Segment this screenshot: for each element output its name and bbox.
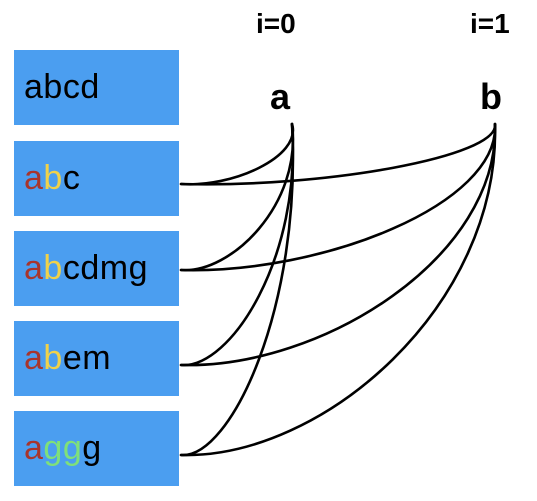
edge-a-to-string-2 [179,122,295,272]
node-a: a [270,76,291,117]
string-text-4: aggg [24,429,102,468]
string-text-0: abcd [24,68,100,107]
string-3-segment-1: b [43,339,63,377]
string-box-2: abcdmg [14,231,179,306]
string-4-segment-1: gg [43,429,83,467]
edge-a-to-string-4 [179,122,295,457]
edge-b-to-string-4 [179,122,497,457]
string-box-0: abcd [14,50,179,125]
edge-a-to-string-1 [179,122,295,186]
string-box-4: aggg [14,411,179,486]
edge-b-to-string-3 [179,122,497,367]
string-text-2: abcdmg [24,249,148,288]
string-2-segment-2: cdmg [62,249,148,287]
string-1-segment-1: b [43,159,63,197]
string-1-segment-2: c [62,159,81,197]
string-4-segment-0: a [24,429,44,467]
string-2-segment-0: a [24,249,44,287]
string-1-segment-0: a [24,159,44,197]
edge-b-to-string-1 [179,122,497,186]
header-i1: i=1 [470,8,510,39]
string-2-segment-1: b [43,249,63,287]
string-0-segment-0: abcd [24,68,100,106]
string-4-segment-2: g [82,429,102,467]
string-box-3: abem [14,321,179,396]
string-text-3: abem [24,339,111,378]
string-3-segment-0: a [24,339,44,377]
node-b: b [480,76,502,117]
string-3-segment-2: em [62,339,112,377]
edge-b-to-string-2 [179,122,497,272]
edge-a-to-string-3 [179,122,295,367]
header-i0: i=0 [256,8,296,39]
string-text-1: abc [24,159,80,198]
string-box-1: abc [14,141,179,216]
